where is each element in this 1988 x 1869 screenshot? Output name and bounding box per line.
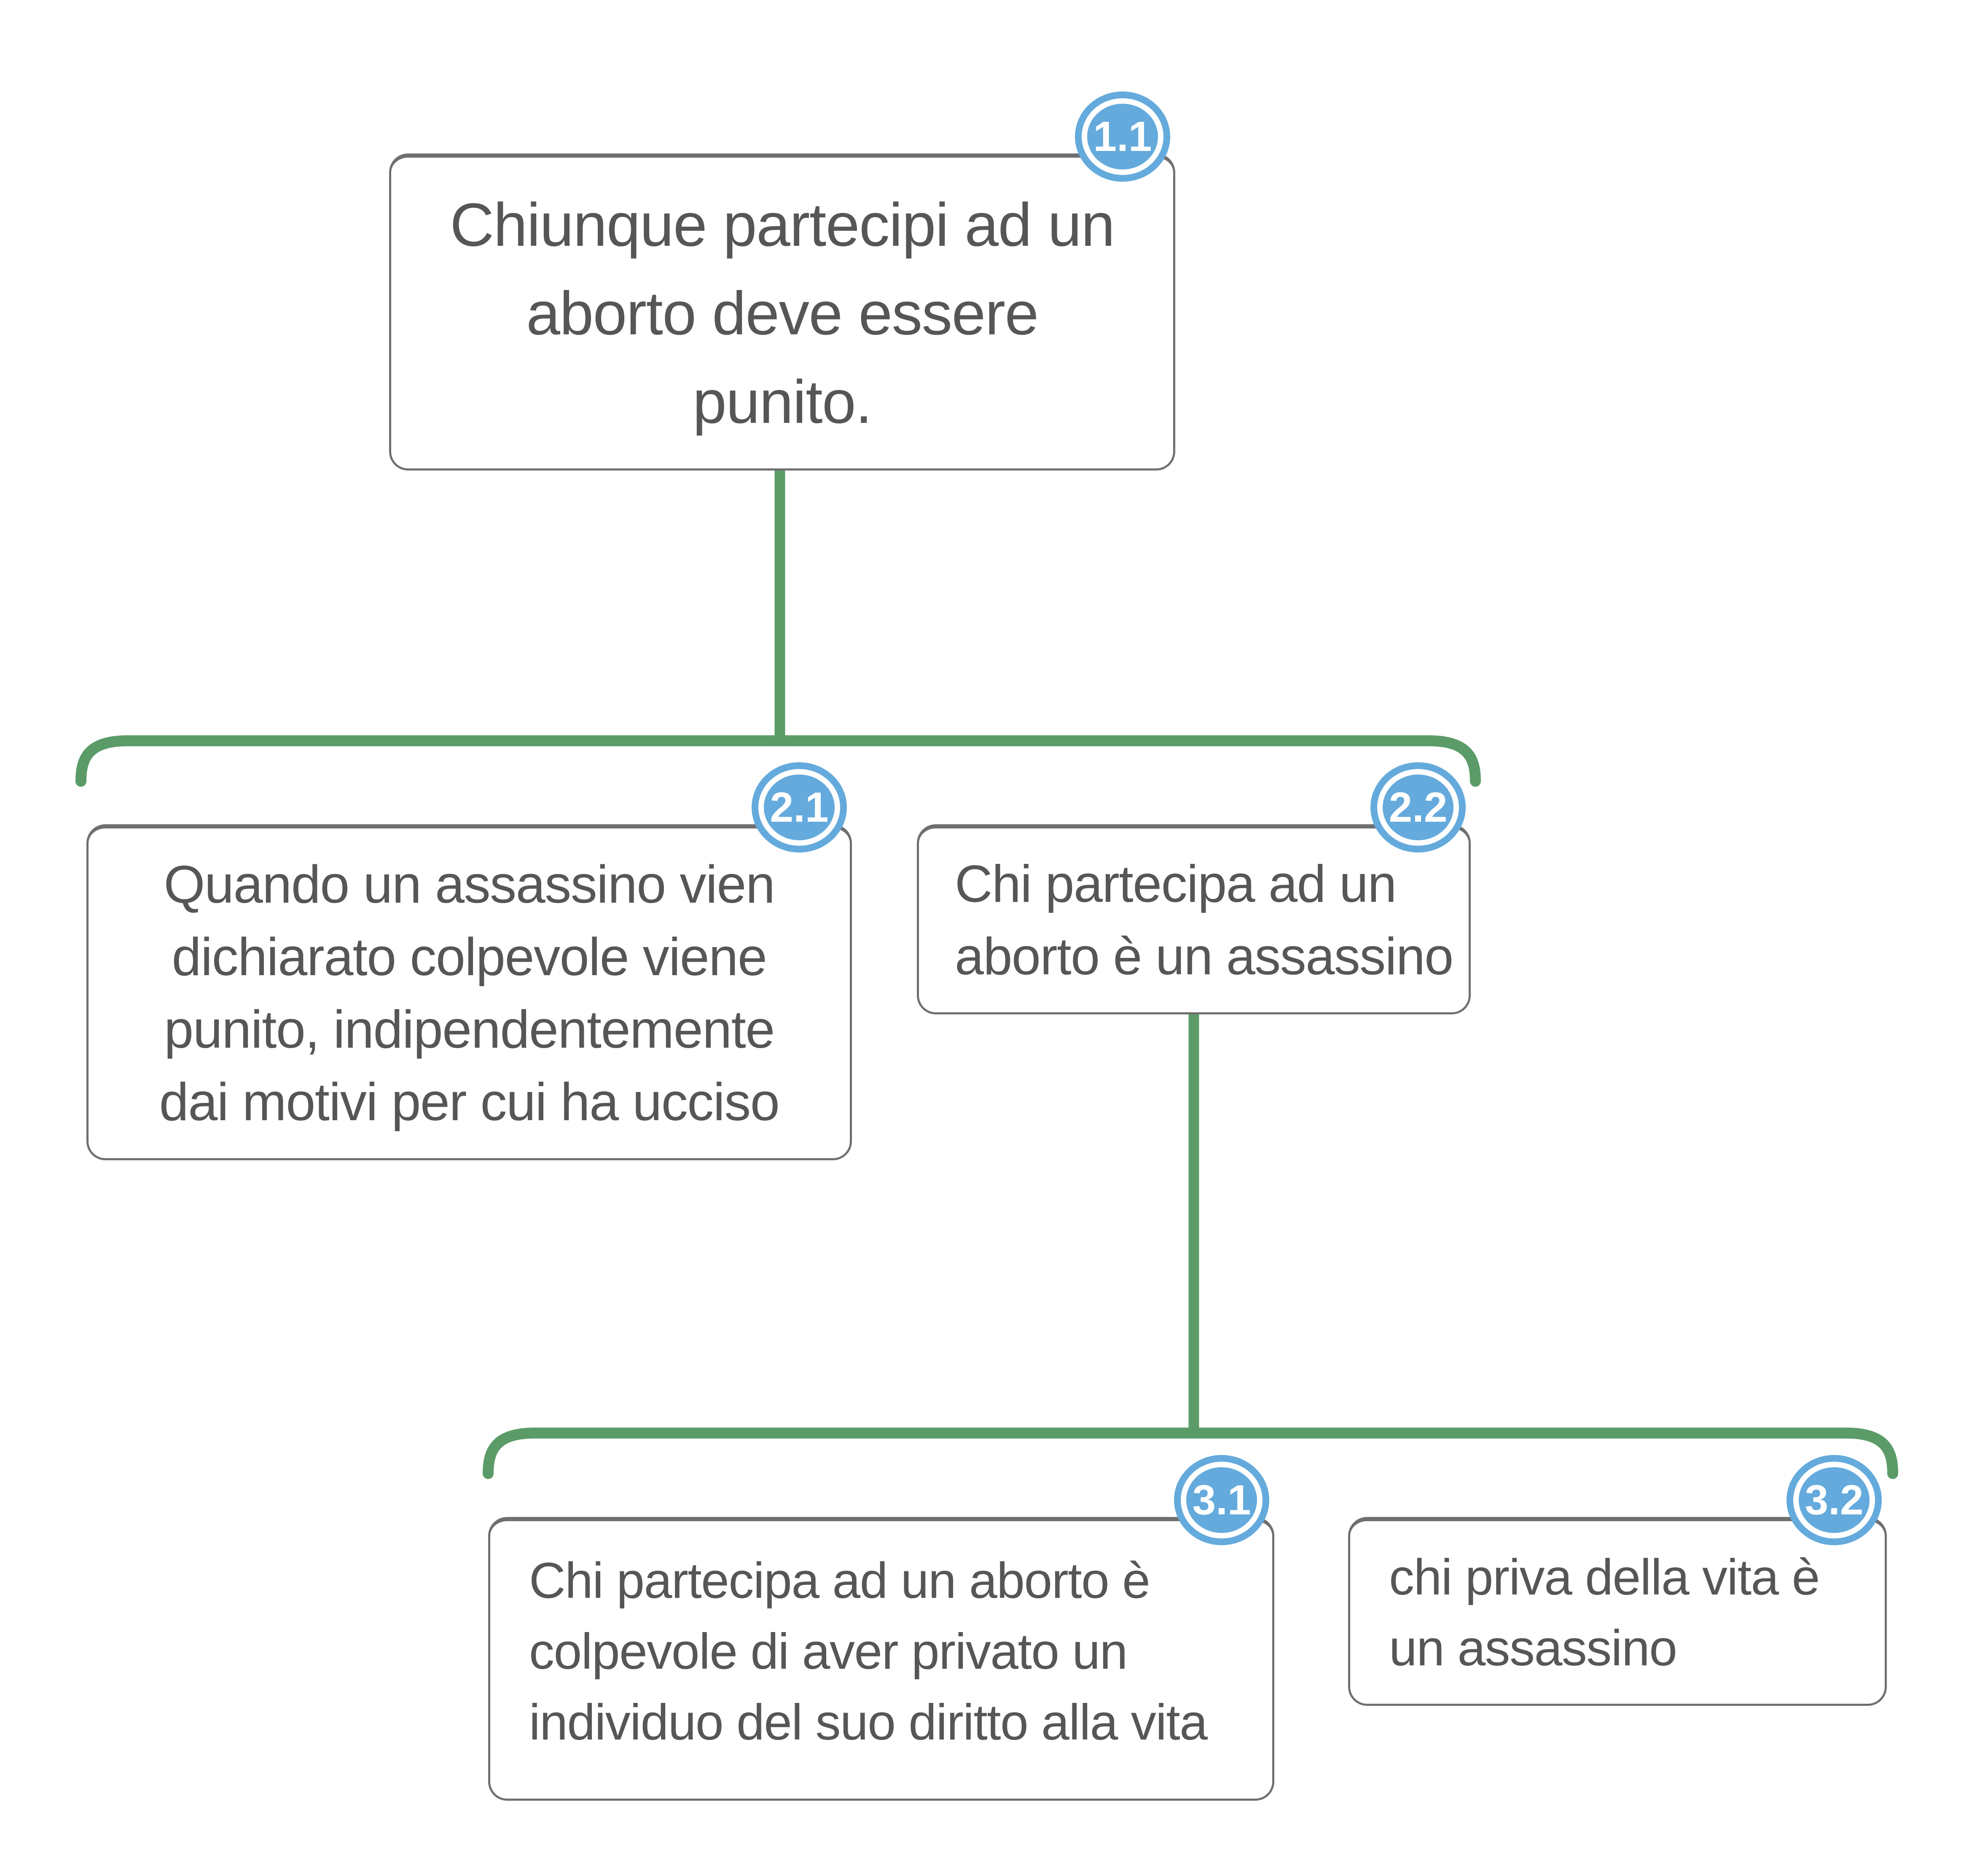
badge-label: 3.2 — [1805, 1476, 1864, 1524]
bracket-level-2 — [75, 735, 1481, 787]
badge-label: 2.2 — [1389, 784, 1448, 831]
node-number-badge[interactable]: 3.1 — [1174, 1455, 1269, 1545]
node-number-badge[interactable]: 1.1 — [1075, 91, 1170, 182]
badge-label: 1.1 — [1093, 113, 1152, 160]
node-number-badge[interactable]: 2.2 — [1370, 762, 1466, 852]
claim-box-3-1[interactable]: 3.1 Chi partecipa ad un aborto è colpevo… — [488, 1455, 1274, 1801]
node-number-badge[interactable]: 2.1 — [752, 762, 847, 852]
claim-text: Quando un assassino vien dichiarato colp… — [159, 855, 780, 1132]
node-number-badge[interactable]: 3.2 — [1787, 1455, 1882, 1545]
claim-box-1-1[interactable]: 1.1 Chiunque partecipi ad un aborto deve… — [389, 91, 1175, 471]
claim-box-2-2[interactable]: 2.2 Chi partecipa ad un aborto è un assa… — [917, 762, 1471, 1014]
badge-label: 3.1 — [1192, 1476, 1251, 1524]
claim-text: chi priva della vita è un assassino — [1389, 1549, 1820, 1676]
bracket-level-3 — [483, 1428, 1898, 1479]
claim-box-3-2[interactable]: 3.2 chi priva della vita è un assassino — [1348, 1455, 1887, 1706]
claim-box-2-1[interactable]: 2.1 Quando un assassino vien dichiarato … — [86, 762, 852, 1160]
claim-text: Chi partecipa ad un aborto è colpevole d… — [529, 1552, 1208, 1751]
badge-label: 2.1 — [770, 784, 829, 831]
claim-text: Chiunque partecipi ad un aborto deve ess… — [450, 190, 1115, 436]
claim-text: Chi partecipa ad un aborto è un assassin… — [955, 855, 1453, 986]
